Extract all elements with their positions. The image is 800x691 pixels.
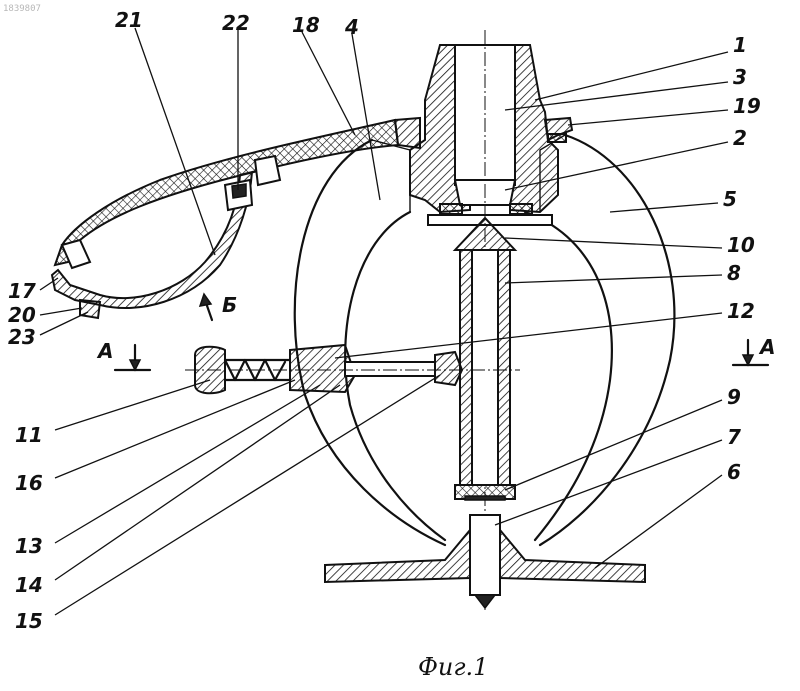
label-11: 11 (15, 423, 43, 447)
label-9: 9 (727, 385, 741, 409)
label-3: 3 (733, 65, 747, 89)
label-15: 15 (15, 609, 43, 633)
label-23: 23 (8, 325, 36, 349)
label-16: 16 (15, 471, 43, 495)
label-4: 4 (344, 15, 359, 39)
label-1: 1 (733, 33, 747, 57)
label-21: 21 (115, 8, 143, 32)
label-19: 19 (733, 94, 761, 118)
label-6: 6 (727, 460, 741, 484)
label-14: 14 (15, 573, 43, 597)
label-17: 17 (8, 279, 36, 303)
section-label-right: A (758, 335, 775, 359)
leader-lines (40, 28, 728, 615)
label-5: 5 (723, 187, 737, 211)
label-22: 22 (222, 11, 250, 35)
label-12: 12 (727, 299, 755, 323)
view-label: Б (222, 293, 237, 317)
label-7: 7 (727, 425, 741, 449)
label-10: 10 (727, 233, 755, 257)
watermark-text: 1839807 (3, 4, 41, 14)
section-label-left: A (96, 339, 113, 363)
label-13: 13 (15, 534, 43, 558)
label-8: 8 (727, 261, 741, 285)
lid-assembly (52, 120, 398, 318)
figure-caption: Фиг.1 (418, 653, 488, 681)
label-20: 20 (8, 303, 36, 327)
label-2: 2 (733, 126, 747, 150)
label-18: 18 (292, 13, 320, 37)
